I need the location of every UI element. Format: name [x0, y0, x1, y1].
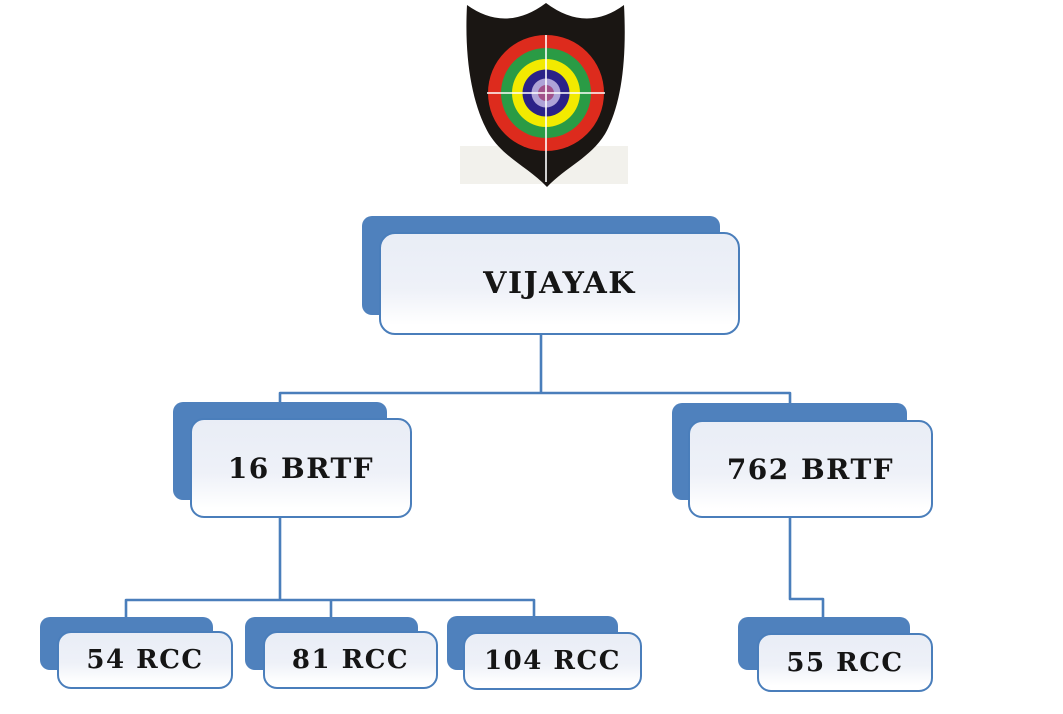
node-face-card: 54 RCC	[57, 631, 233, 689]
node-face-card: 104 RCC	[463, 632, 642, 690]
node-label: 104 RCC	[484, 646, 621, 676]
node-face-card: 762 BRTF	[688, 420, 933, 518]
node-label: 81 RCC	[291, 645, 410, 675]
node-label: 54 RCC	[86, 645, 204, 675]
node-label: 55 RCC	[786, 647, 904, 678]
node-face-card: VIJAYAK	[379, 232, 740, 335]
node-label: 16 BRTF	[227, 451, 375, 485]
node-label: VIJAYAK	[483, 266, 636, 301]
node-label: 762 BRTF	[726, 452, 895, 486]
node-face-card: 81 RCC	[263, 631, 438, 689]
target-shield-emblem	[460, 3, 628, 187]
node-face-card: 16 BRTF	[190, 418, 412, 518]
node-face-card: 55 RCC	[757, 633, 933, 692]
